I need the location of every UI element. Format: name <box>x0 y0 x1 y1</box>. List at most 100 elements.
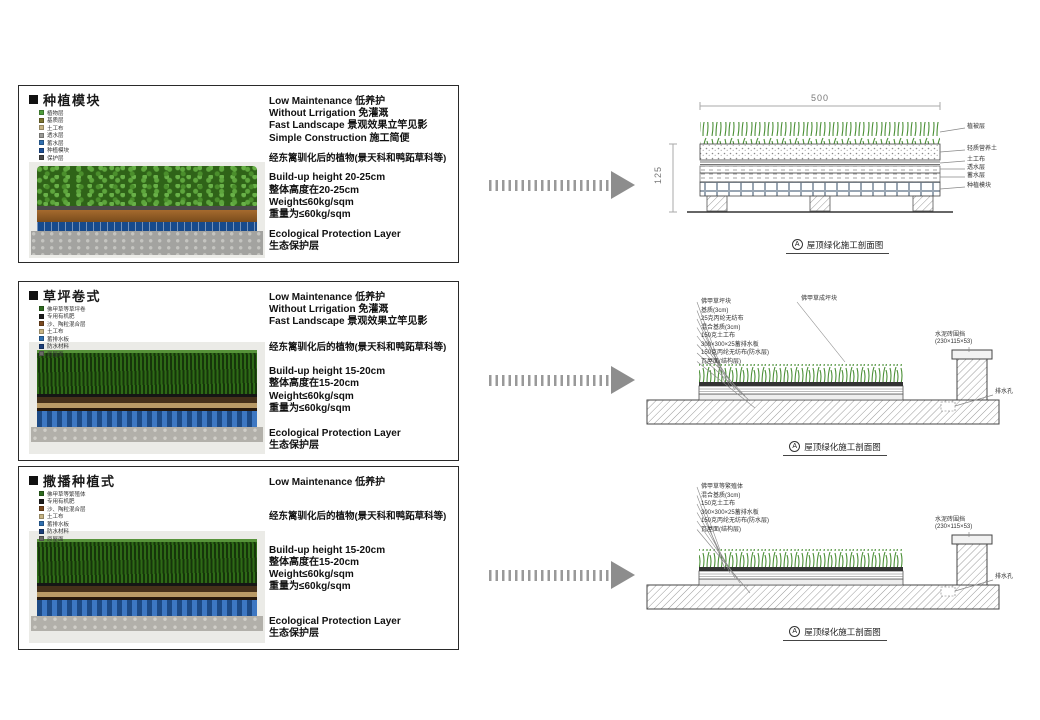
legend-item: 佛甲草等繁殖体 <box>39 490 86 498</box>
legend-item: 土工布 <box>39 124 69 132</box>
layer-label: 透水层 <box>967 165 986 171</box>
caption-text: 屋顶绿化施工剖面图 <box>804 441 881 452</box>
legend-item: 保护层 <box>39 154 69 162</box>
title-bullet-icon <box>29 95 38 104</box>
drawing-caption: A 屋顶绿化施工剖面图 <box>635 625 1035 641</box>
legend-item: 蓄水层 <box>39 139 69 147</box>
legend-swatch <box>39 313 44 319</box>
legend-swatch <box>39 351 44 357</box>
legend-swatch <box>39 536 44 542</box>
legend-item: 防水材料 <box>39 343 86 351</box>
geotextile-layer <box>37 403 257 408</box>
legend-item: 土工布 <box>39 328 86 335</box>
panel-broadcast-seeding: 撒播种植式 佛甲草等繁殖体 专用有机肥 沙、陶粒混合层 土工布 蓄排水板 防水材… <box>18 466 459 650</box>
legend-item: 防水材料 <box>39 528 86 535</box>
legend-label: 种植模块 <box>47 148 70 155</box>
panel-title-text: 草坪卷式 <box>43 289 102 304</box>
panel-lawn-roll: 草坪卷式 佛甲草等草坪卷 专用有机肥 沙、陶粒混合层 土工布 蓄排水板 防水材料… <box>18 281 459 461</box>
legend-item: 专用有机肥 <box>39 313 86 321</box>
feature-group-benefits: Low Maintenance 低养护 Without Lrrigation 免… <box>269 292 428 328</box>
legend-label: 沙、陶粒混合层 <box>47 321 86 328</box>
frame-rim-layer <box>37 206 257 210</box>
panel-planting-module: 种植模块 植物层 基质层 土工布 透水层 蓄水层 种植模块 保护层 Low Ma… <box>18 85 459 263</box>
feature-text: Low Maintenance 低养护 Without Lrrigation 免… <box>269 96 452 261</box>
layer-label: 25克丙纶无纺布 <box>701 316 744 322</box>
arrow-head <box>611 171 635 199</box>
legend-item: 透水层 <box>39 132 69 140</box>
arrow-right-icon <box>489 365 635 395</box>
lawn-graphic <box>31 539 263 631</box>
roof-base-layer <box>31 427 263 442</box>
geotextile-layer <box>37 592 257 597</box>
legend-swatch <box>39 321 44 327</box>
feature-group-eco: Ecological Protection Layer 生态保护层 <box>269 427 401 452</box>
legend-swatch <box>39 125 44 131</box>
title-bullet-icon <box>29 476 38 485</box>
panel-title: 种植模块 <box>29 90 101 109</box>
legend-swatch <box>39 132 44 138</box>
legend-label: 专用有机肥 <box>47 499 75 506</box>
organic-fertilizer-layer <box>37 583 257 586</box>
legend-label: 专用有机肥 <box>47 314 75 321</box>
feature-group-benefits: Low Maintenance 低养护 <box>269 477 386 488</box>
mixed-media-layer <box>37 586 257 592</box>
legend-label: 原屋面 <box>47 536 64 543</box>
layer-label: 佛甲草等繁殖体 <box>701 484 744 490</box>
arrow-shaft <box>489 179 611 191</box>
panel-title-text: 撒播种植式 <box>43 474 116 489</box>
legend-label: 蓄排水板 <box>47 336 70 343</box>
drainage-tray-layer <box>37 411 257 427</box>
dimension-height: 125 <box>653 165 664 185</box>
legend-swatch <box>39 521 44 527</box>
legend-item: 沙、陶粒混合层 <box>39 320 86 328</box>
dimension-width: 500 <box>811 93 830 103</box>
legend-swatch <box>39 498 44 504</box>
seeding-illustration <box>29 531 265 643</box>
layer-label: 150克土工布 <box>701 501 736 507</box>
legend-label: 蓄水层 <box>47 140 64 147</box>
panel-title: 草坪卷式 <box>29 286 101 305</box>
lawn-graphic <box>31 350 263 442</box>
feature-group-eco: Ecological Protection Layer 生态保护层 <box>269 229 401 253</box>
panel-title: 撒播种植式 <box>29 471 116 490</box>
legend-item: 佛甲草等草坪卷 <box>39 305 86 313</box>
legend-swatch <box>39 528 44 534</box>
feature-group-specs: Build-up height 15-20cm 整体高度在15-20cm Wei… <box>269 366 386 414</box>
layer-legend: 佛甲草等草坪卷 专用有机肥 沙、陶粒混合层 土工布 蓄排水板 防水材料 原屋面 <box>39 305 86 358</box>
circle-a-icon: A <box>789 626 801 637</box>
legend-item: 原屋面 <box>39 350 86 358</box>
membrane-layer <box>37 408 257 411</box>
layer-label: 混合基质(3cm) <box>701 324 741 331</box>
arrow-shaft <box>489 374 611 386</box>
base-layer <box>31 231 263 255</box>
legend-swatch <box>39 140 44 146</box>
feature-group-specs: Build-up height 15-20cm 整体高度在15-20cm Wei… <box>269 544 386 593</box>
layer-label: 瓦屋面(结构层) <box>701 358 741 365</box>
legend-label: 沙、陶粒混合层 <box>47 506 86 513</box>
section-drawing-module: 500 125 植被层 轻质营养土 土工布 透水层 蓄水层 种植模块 A 屋顶绿… <box>645 92 1030 262</box>
legend-item: 基质层 <box>39 117 69 124</box>
layer-label: 150克土工布 <box>701 333 736 339</box>
organic-fertilizer-layer <box>37 394 257 397</box>
layer-label: 轻质营养土 <box>967 146 998 152</box>
legend-label: 防水材料 <box>47 344 70 351</box>
parapet-label: 水泥砖围挡 (230×115×53) <box>935 517 973 531</box>
layer-label: 150克丙纶无纺布(防水层) <box>701 518 770 524</box>
legend-swatch <box>39 328 44 334</box>
feature-group-benefits: Low Maintenance 低养护 Without Lrrigation 免… <box>269 96 428 144</box>
feature-group-eco: Ecological Protection Layer 生态保护层 <box>269 615 401 639</box>
parapet-label: 水泥砖围挡 (230×115×53) <box>935 332 973 346</box>
feature-group-specs: Build-up height 20-25cm 整体高度在20-25cm Wei… <box>269 172 386 220</box>
legend-label: 透水层 <box>47 133 64 140</box>
arrow-head <box>611 366 635 394</box>
title-bullet-icon <box>29 291 38 300</box>
legend-item: 种植模块 <box>39 147 70 155</box>
plant-canopy-layer <box>37 166 257 206</box>
membrane-layer <box>37 597 257 600</box>
feature-group-plants: 经东篱驯化后的植物(景天科和鸭跖草科等) <box>269 511 447 523</box>
legend-swatch <box>39 513 44 519</box>
layer-label-stack: 佛甲草等繁殖体 混合基质(3cm) 150克土工布 300×300×25蓄排水板… <box>701 483 769 534</box>
legend-item: 植物层 <box>39 109 69 117</box>
panel-title-text: 种植模块 <box>43 93 102 108</box>
water-storage-layer <box>37 222 257 231</box>
